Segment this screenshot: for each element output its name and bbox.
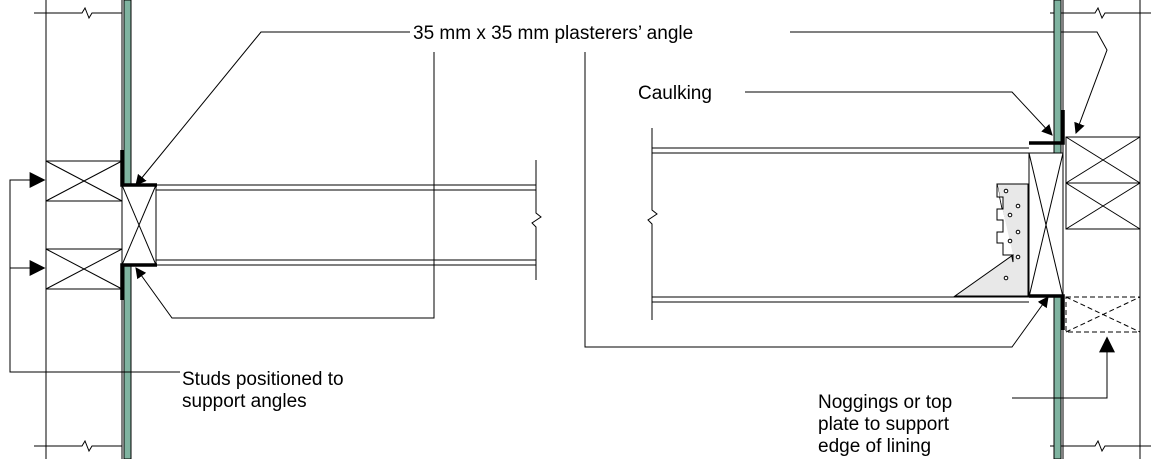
caulking-label: Caulking bbox=[638, 83, 712, 104]
left-stud-lower bbox=[45, 248, 123, 290]
noggings-label-line2: plate to support bbox=[818, 414, 950, 435]
caulking-leader bbox=[745, 91, 1053, 136]
left-wall-frame bbox=[34, 0, 123, 459]
right-joist bbox=[647, 128, 1029, 320]
studs-leader bbox=[9, 172, 180, 373]
studs-label-line1: Studs positioned to bbox=[182, 369, 344, 390]
left-stud-upper bbox=[45, 160, 123, 202]
right-angle-lower bbox=[1029, 294, 1065, 330]
noggings-leader bbox=[1012, 336, 1115, 399]
angle-leaders bbox=[135, 31, 1108, 348]
right-detail: Caulking Noggings or top plate to suppor… bbox=[638, 0, 1151, 459]
right-nogging-dashed bbox=[1065, 296, 1141, 333]
joist-hanger bbox=[953, 183, 1029, 297]
left-angle-lower bbox=[120, 263, 157, 300]
left-detail: Studs positioned to support angles bbox=[9, 0, 542, 459]
right-angle-upper bbox=[1029, 110, 1065, 145]
left-end-block bbox=[121, 184, 157, 266]
right-end-block bbox=[1028, 152, 1064, 298]
noggings-label-line3: edge of lining bbox=[818, 436, 931, 457]
studs-label-line2: support angles bbox=[182, 391, 307, 412]
noggings-label-line1: Noggings or top bbox=[818, 392, 952, 413]
right-top-plate bbox=[1065, 136, 1141, 230]
left-joist bbox=[155, 160, 542, 280]
angle-label: 35 mm x 35 mm plasterers’ angle bbox=[413, 23, 693, 44]
